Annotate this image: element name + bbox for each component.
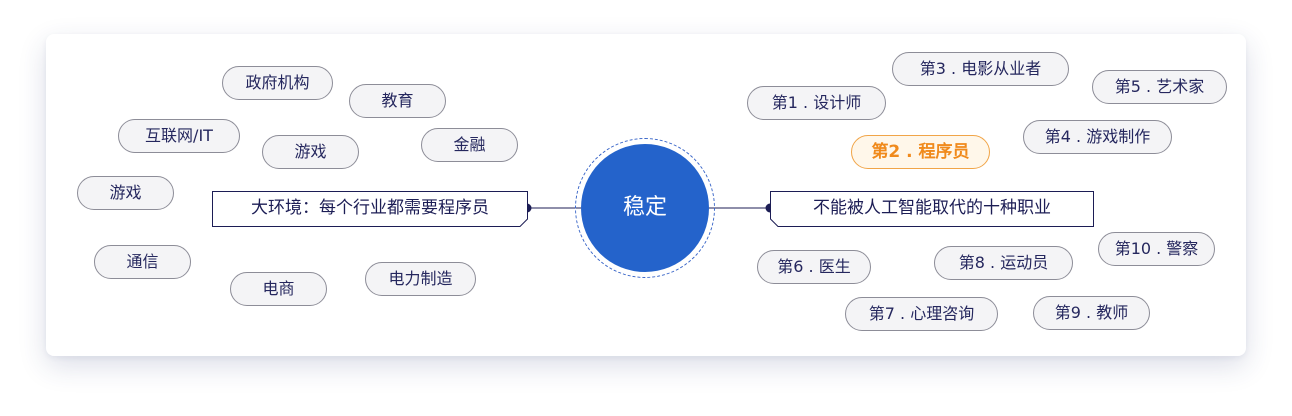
left-title-frame <box>212 191 528 227</box>
center-ring <box>575 138 715 278</box>
industry-pill: 游戏 <box>262 135 359 169</box>
industry-pill: 金融 <box>421 128 518 162</box>
job-pill: 第10 . 警察 <box>1098 232 1215 266</box>
industry-pill: 通信 <box>94 245 191 279</box>
industry-pill: 政府机构 <box>222 66 333 100</box>
left-title-text: 大环境：每个行业都需要程序员 <box>251 198 489 218</box>
job-pill: 第6 . 医生 <box>757 250 871 284</box>
center-node: 稳定 <box>581 144 709 272</box>
right-branch-title: 不能被人工智能取代的十种职业 <box>770 191 1094 227</box>
job-pill: 第7 . 心理咨询 <box>845 297 998 331</box>
job-pill: 第9 . 教师 <box>1033 296 1150 330</box>
job-pill: 第3 . 电影从业者 <box>892 52 1069 86</box>
industry-pill: 电力制造 <box>365 262 476 296</box>
industry-pill: 游戏 <box>77 176 174 210</box>
industry-pill: 互联网/IT <box>118 119 240 153</box>
job-pill: 第4 . 游戏制作 <box>1023 120 1172 154</box>
right-title-text: 不能被人工智能取代的十种职业 <box>813 198 1051 218</box>
job-pill: 第1 . 设计师 <box>747 86 886 120</box>
right-title-frame <box>770 191 1094 227</box>
job-pill-highlighted: 第2 . 程序员 <box>851 135 990 169</box>
job-pill: 第5 . 艺术家 <box>1092 70 1227 104</box>
left-branch-title: 大环境：每个行业都需要程序员 <box>212 191 528 227</box>
job-pill: 第8 . 运动员 <box>934 246 1073 280</box>
industry-pill: 教育 <box>349 84 446 118</box>
industry-pill: 电商 <box>230 272 327 306</box>
